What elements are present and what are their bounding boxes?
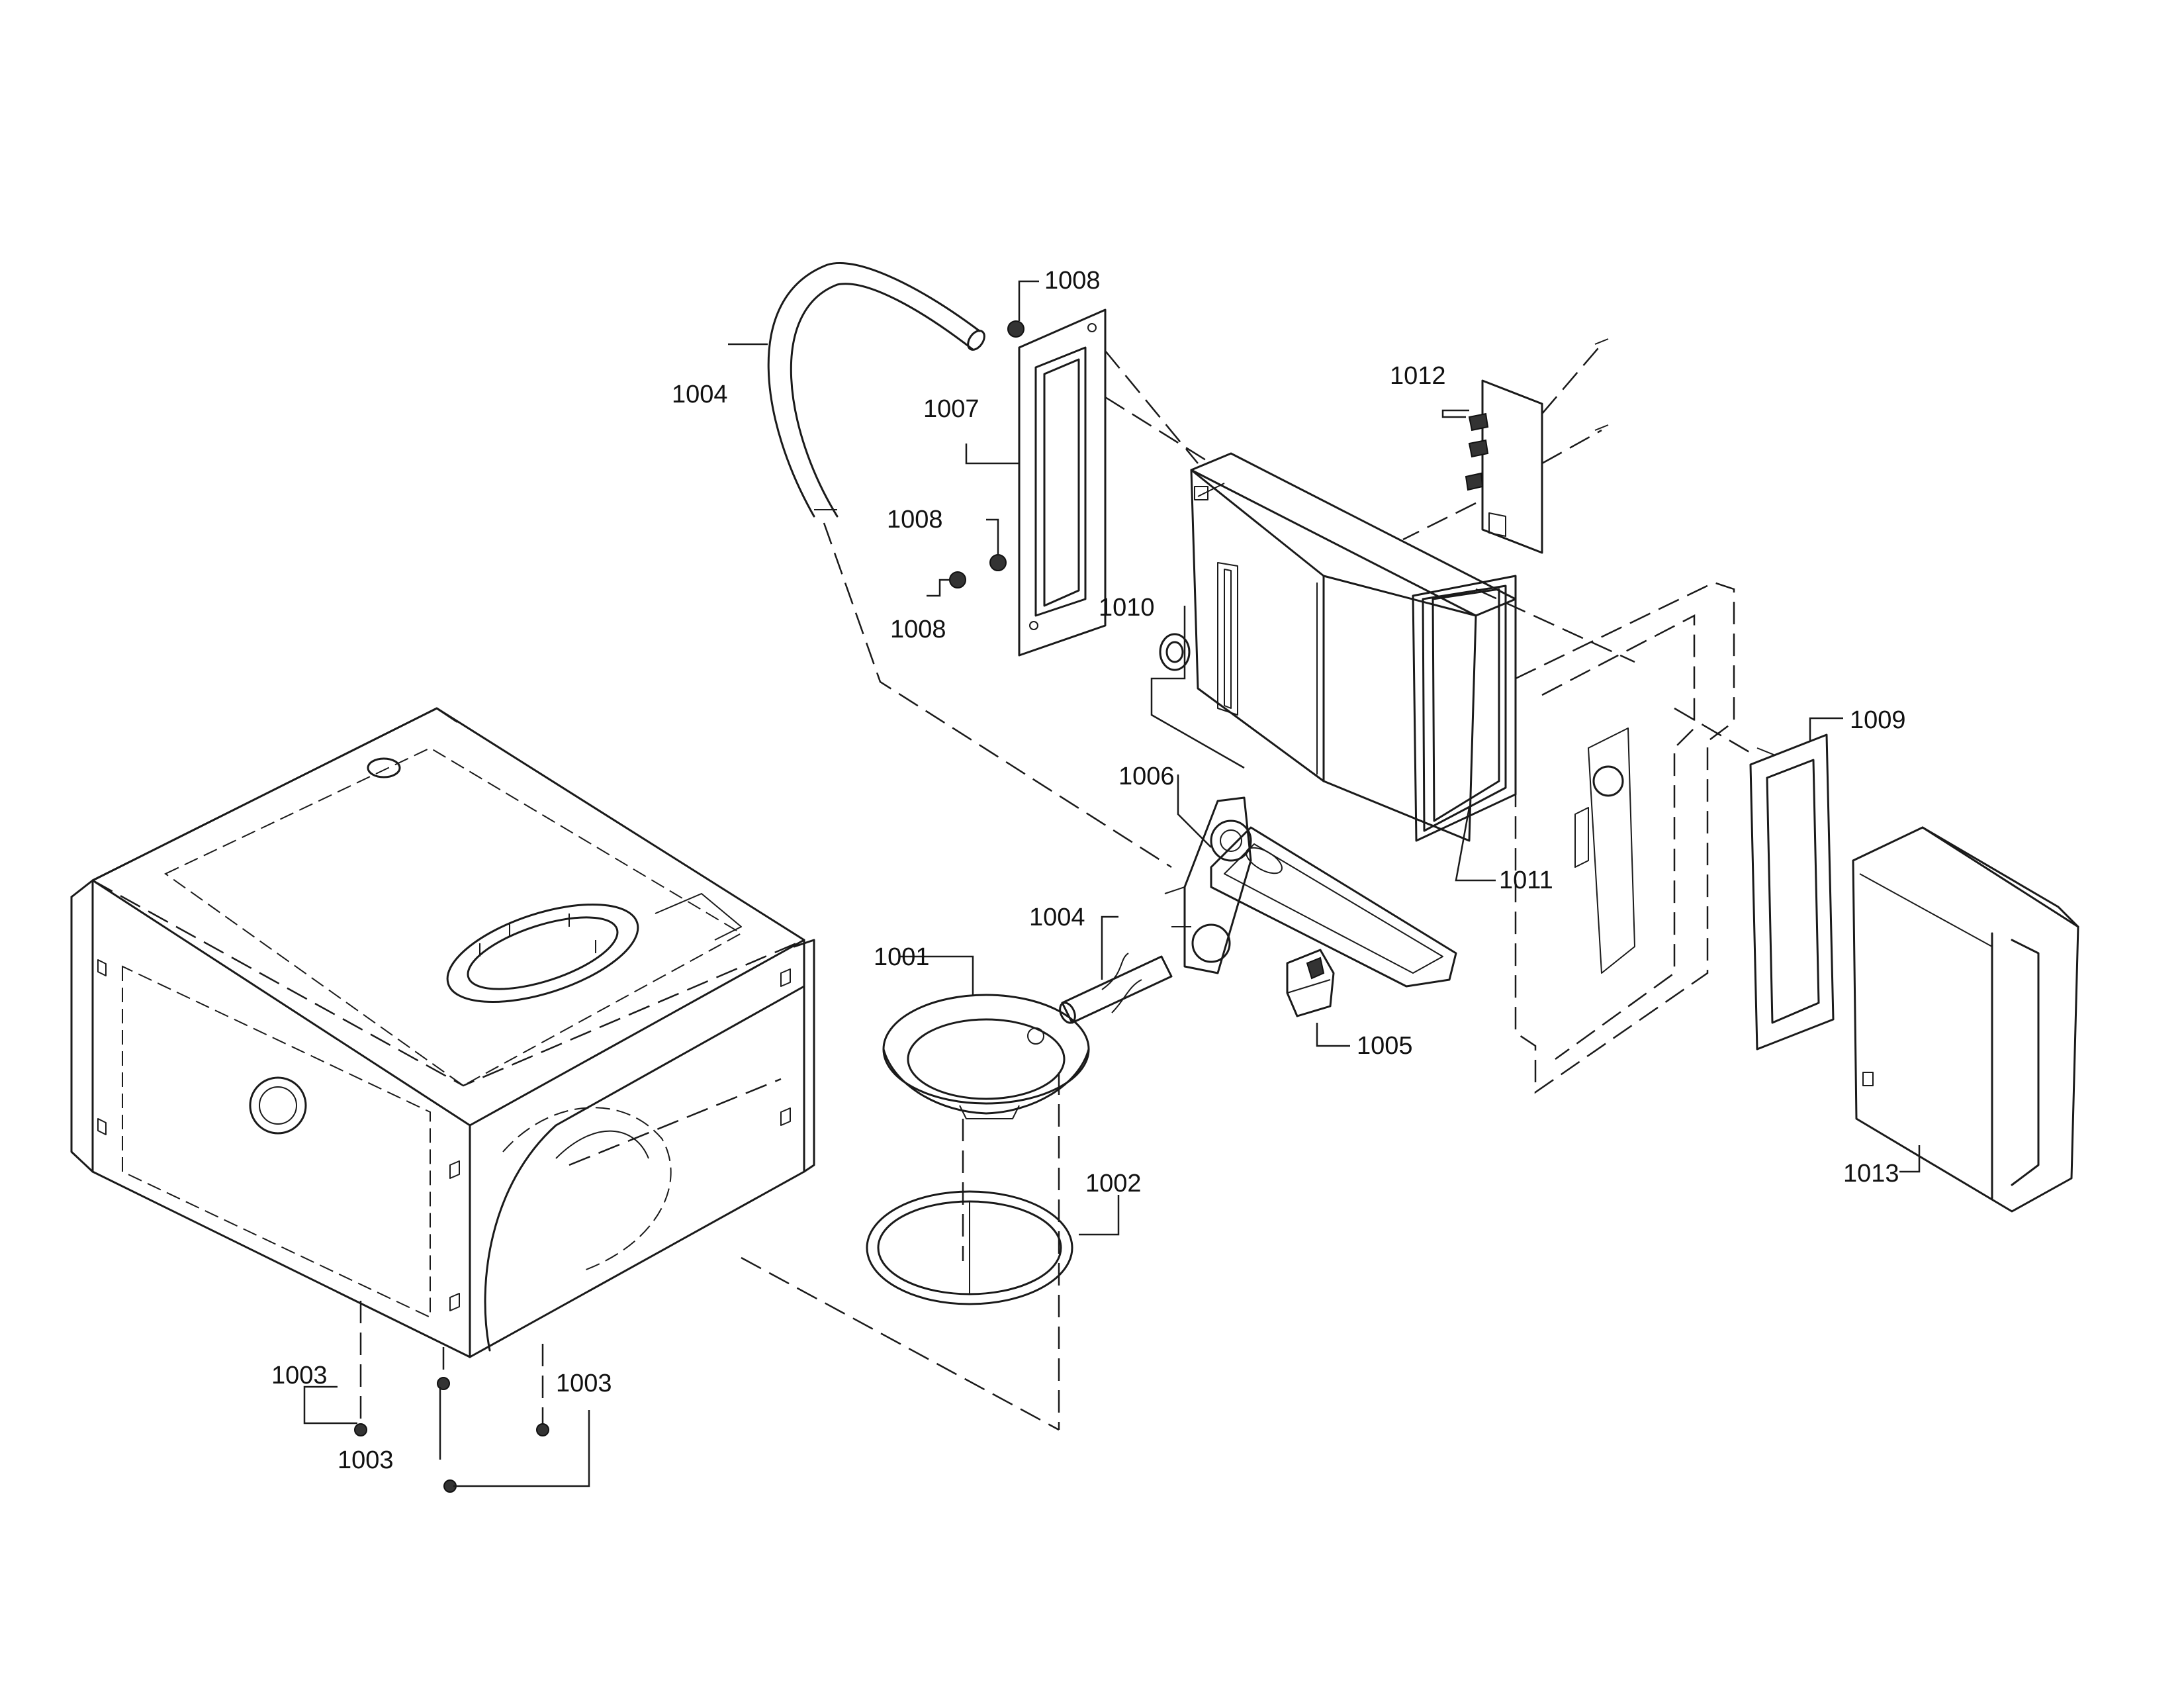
waveguide-box-1011 [1190,452,1517,842]
screw-1003-b [437,1377,450,1390]
callout-1008-lower: 1008 [890,616,946,643]
callout-1003-center: 1003 [338,1446,394,1474]
callout-1005: 1005 [1357,1032,1413,1060]
sensor-1005 [1286,949,1335,1017]
screw-1003-a [354,1423,367,1436]
nut-1008-c [949,571,966,588]
oven-cavity-housing [70,707,815,1358]
callout-1009: 1009 [1850,706,1906,734]
callout-1003-left: 1003 [271,1362,328,1389]
callout-1004-upper: 1004 [672,381,728,408]
callout-1007: 1007 [923,395,979,423]
gasket-frame-1009 [1749,733,1835,1051]
screw-1003-c [536,1423,549,1436]
nut-1008-a [1007,320,1024,338]
tube-1004-lower [1059,953,1173,1024]
duct-tray [1210,826,1457,988]
circuit-board-1012 [1465,338,1609,554]
callout-1010: 1010 [1099,594,1155,622]
callout-1013: 1013 [1843,1160,1899,1188]
gasket-ring-1002 [866,1190,1073,1305]
callout-1004-lower: 1004 [1029,904,1085,931]
stirrer-ring-1001 [882,994,1090,1119]
back-panel [1514,581,1735,1094]
callout-1011: 1011 [1499,867,1553,894]
cover-1013 [1852,826,2079,1213]
tube-1004-upper [767,262,985,518]
callout-1008-middle: 1008 [887,506,943,534]
callout-1006: 1006 [1118,763,1175,790]
nut-1008-b [989,554,1007,571]
callout-1008-top: 1008 [1044,267,1101,295]
callout-1001: 1001 [874,943,930,971]
motor-bracket-1006 [1164,796,1252,974]
callout-1003-right: 1003 [556,1370,612,1397]
grommet-1010 [1159,633,1191,671]
panel-1007 [1018,308,1107,657]
leader-lines [303,280,1921,1487]
callout-1012: 1012 [1390,362,1446,390]
callout-1002: 1002 [1085,1170,1142,1197]
